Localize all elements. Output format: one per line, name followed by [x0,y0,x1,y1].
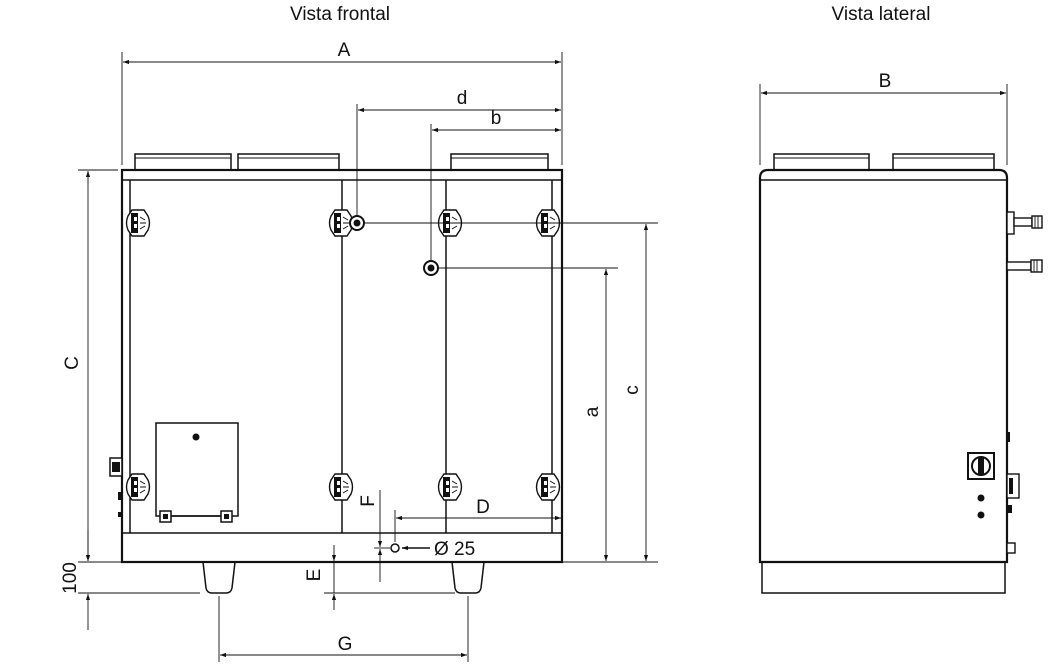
latch-icon [437,473,463,501]
indicator-light-icon [977,511,985,519]
front-dimensions: A d b C 100 c a D F [60,40,658,662]
latch-icon [125,209,151,237]
dimension-label-E: E [304,569,325,582]
dimension-label-C: C [62,356,83,370]
side-latches [1006,432,1020,554]
front-foot-right [451,561,485,594]
dimension-label-G: G [338,634,353,655]
side-casing [758,168,1009,564]
side-view [758,153,1043,594]
front-view [109,153,564,594]
dimension-label-d: d [457,88,468,109]
dimension-label-100: 100 [60,562,81,594]
front-view-title: Vista frontal [290,4,390,25]
side-dimensions: B [759,71,1008,165]
dimension-label-A: A [338,40,351,61]
side-top-duct-1 [773,153,870,171]
side-base [761,561,1006,594]
front-top-duct-2 [237,153,340,171]
dimension-label-F: F [358,495,379,507]
front-foot-left [202,561,236,594]
latch-icon [535,473,561,501]
latch-icon [125,473,151,501]
side-view-title: Vista lateral [832,4,931,25]
electrical-box [155,422,239,523]
drain-outlet-icon [390,543,400,553]
dimension-label-a: a [582,406,603,417]
side-switch [109,457,123,517]
dimension-label-c: c [622,385,643,395]
dimension-label-B: B [879,71,892,92]
main-switch-icon [967,452,995,480]
side-top-duct-2 [892,153,995,171]
dimension-label-b: b [491,108,502,129]
indicator-light-icon [977,494,985,502]
drain-diameter-label: Ø 25 [434,539,475,560]
dimension-label-D: D [476,497,490,518]
front-casing [120,168,564,564]
front-top-duct-1 [134,153,232,171]
side-connector-top [1006,211,1043,235]
latch-icon [328,473,354,501]
front-top-duct-3 [450,153,549,171]
side-connector-bottom [1006,259,1043,273]
